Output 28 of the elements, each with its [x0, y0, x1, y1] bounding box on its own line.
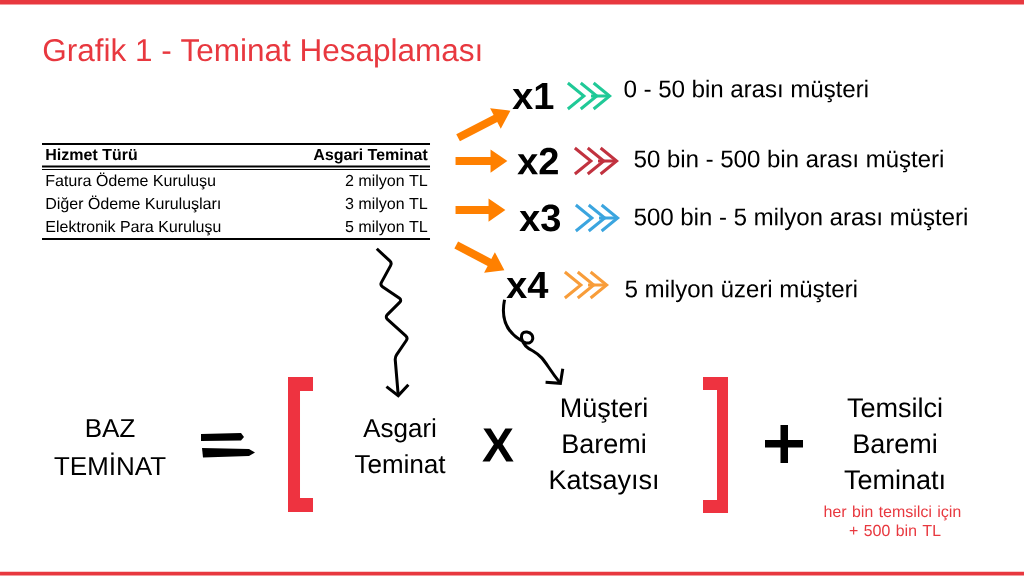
row-label: Diğer Ödeme Kuruluşları — [46, 195, 220, 213]
amount-value: 5 milyon TL — [345, 220, 428, 236]
formula-term: BAZ TEMİNAT — [54, 419, 166, 475]
formula-term: Temsilci Baremi Teminatı — [844, 397, 944, 490]
column-header: Hizmet Türü — [46, 148, 137, 161]
multiplication-sign: X — [482, 428, 514, 462]
amount-value: 2 milyon TL — [345, 174, 428, 190]
range-label: 500 bin - 5 milyon arası müşteri — [634, 207, 967, 231]
bracket — [288, 377, 313, 512]
note-text: her bin temsilci için + 500 bin TL — [824, 505, 961, 537]
title: Grafik 1 - Teminat Hesaplaması — [43, 38, 481, 68]
squiggle-arrow — [502, 299, 565, 385]
range-label: 5 milyon üzeri müşteri — [625, 279, 857, 303]
multiplier-label: x2 — [517, 147, 558, 175]
row-label: Elektronik Para Kuruluşu — [46, 220, 221, 236]
amount-value: 3 milyon TL — [345, 197, 428, 213]
multiplier-label: x3 — [519, 204, 561, 232]
squiggle-arrow — [375, 247, 410, 398]
range-label: 50 bin - 500 bin arası müşteri — [634, 149, 943, 173]
column-header: Asgari Teminat — [313, 148, 428, 164]
multiplier-label: x1 — [512, 82, 554, 110]
range-label: 0 - 50 bin arası müşteri — [624, 79, 868, 103]
formula-term: Müşteri Baremi Katsayısı — [550, 397, 657, 495]
formula-term: Asgari Teminat — [355, 418, 446, 474]
bracket — [703, 377, 728, 513]
data-table — [41, 143, 431, 240]
row-label: Fatura Ödeme Kuruluşu — [46, 172, 215, 190]
multiplier-label: x4 — [506, 271, 549, 299]
